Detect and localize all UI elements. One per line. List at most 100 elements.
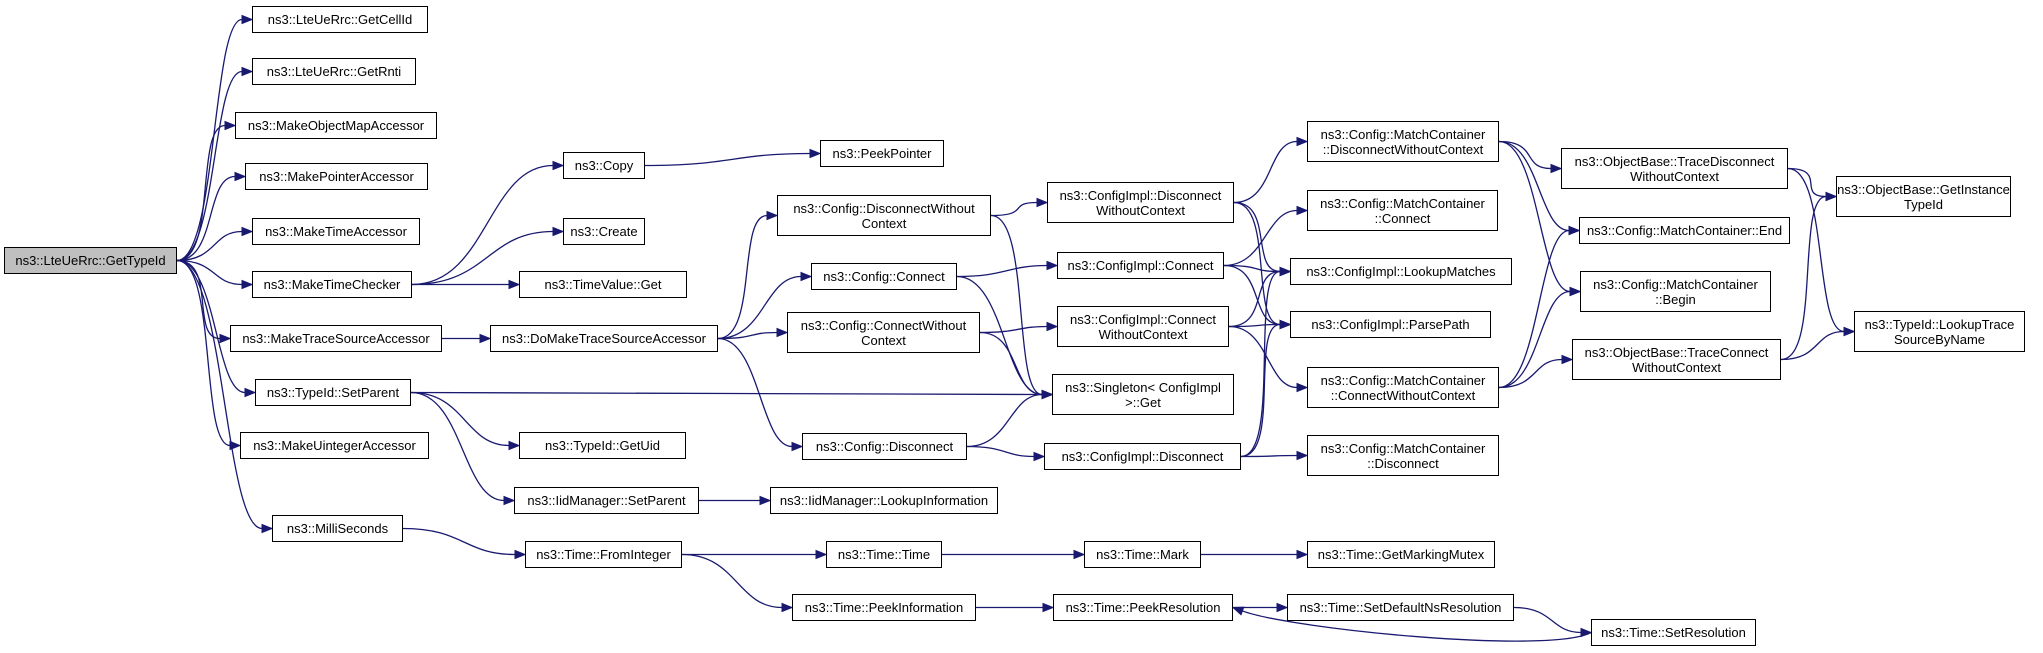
node-mcconnwc[interactable]: ns3::Config::MatchContainer::ConnectWith… bbox=[1307, 367, 1499, 408]
arrowhead-cfgconnect-to-ciconnect bbox=[1046, 260, 1059, 271]
node-label: ns3::TimeValue::Get bbox=[544, 277, 662, 292]
node-label: WithoutContext bbox=[1098, 326, 1188, 342]
edge-mcconnwc-to-obtconnwc bbox=[1498, 358, 1563, 389]
node-singleton[interactable]: ns3::Singleton< ConfigImpl>::Get bbox=[1052, 374, 1234, 415]
node-mktimechk[interactable]: ns3::MakeTimeChecker bbox=[252, 271, 412, 298]
arrowhead-peekres-to-setdefns bbox=[1276, 602, 1289, 613]
node-label: WithoutContext bbox=[1096, 202, 1185, 218]
node-tvget[interactable]: ns3::TimeValue::Get bbox=[519, 271, 687, 298]
edge-mcconnwc-to-mcbegin bbox=[1498, 290, 1571, 389]
node-iidlookup[interactable]: ns3::IidManager::LookupInformation bbox=[770, 487, 998, 514]
node-label: ns3::TypeId::GetUid bbox=[545, 438, 660, 453]
node-mcdisc[interactable]: ns3::Config::MatchContainer::Disconnect bbox=[1307, 435, 1499, 476]
node-mkuint[interactable]: ns3::MakeUintegerAccessor bbox=[240, 432, 429, 459]
node-peekptr[interactable]: ns3::PeekPointer bbox=[820, 140, 944, 167]
arrowhead-ciconnwc-to-mcconnwc bbox=[1296, 382, 1309, 393]
node-timemark[interactable]: ns3::Time::Mark bbox=[1084, 541, 1201, 568]
edge-ciconnect-to-parsepath bbox=[1223, 264, 1281, 326]
node-label: ns3::Config::MatchContainer::End bbox=[1586, 223, 1783, 238]
node-create[interactable]: ns3::Create bbox=[563, 218, 645, 245]
arrowhead-copy-to-peekptr bbox=[809, 148, 822, 159]
node-label: ns3::ConfigImpl::Connect bbox=[1067, 258, 1214, 273]
node-cfgdisc[interactable]: ns3::Config::Disconnect bbox=[802, 433, 967, 460]
node-setdefns[interactable]: ns3::Time::SetDefaultNsResolution bbox=[1287, 594, 1514, 621]
node-label: ns3::Time::SetResolution bbox=[1601, 625, 1746, 640]
node-mcdiscwc[interactable]: ns3::Config::MatchContainer::DisconnectW… bbox=[1307, 121, 1499, 162]
edge-ciconnwc-to-parsepath bbox=[1228, 323, 1281, 328]
node-label: ns3::Time::Mark bbox=[1096, 547, 1189, 562]
edge-root-to-mkobjmap bbox=[176, 124, 226, 262]
arrowhead-mcconnwc-to-mcend bbox=[1568, 225, 1581, 236]
node-cidisc[interactable]: ns3::ConfigImpl::Disconnect bbox=[1044, 443, 1241, 470]
node-parsepath[interactable]: ns3::ConfigImpl::ParsePath bbox=[1290, 311, 1491, 338]
node-mcend[interactable]: ns3::Config::MatchContainer::End bbox=[1579, 217, 1790, 244]
node-ciconnect[interactable]: ns3::ConfigImpl::Connect bbox=[1057, 252, 1224, 279]
arrowhead-obtconnwc-to-obgetinst bbox=[1825, 191, 1838, 202]
edge-obtdiscwc-to-obgetinst bbox=[1787, 167, 1827, 198]
node-label: ns3::Config::MatchContainer bbox=[1320, 126, 1486, 142]
node-peekres[interactable]: ns3::Time::PeekResolution bbox=[1053, 594, 1233, 621]
node-timetime[interactable]: ns3::Time::Time bbox=[826, 541, 942, 568]
arrowhead-peekinfo-to-peekres bbox=[1042, 602, 1055, 613]
node-lookupmatches[interactable]: ns3::ConfigImpl::LookupMatches bbox=[1290, 258, 1512, 285]
node-mkptr[interactable]: ns3::MakePointerAccessor bbox=[245, 163, 428, 190]
edge-root-to-mktimechk bbox=[176, 259, 243, 286]
edge-domktrace-to-cfgdisc bbox=[717, 337, 793, 448]
node-setres[interactable]: ns3::Time::SetResolution bbox=[1591, 619, 1756, 646]
edge-obtdiscwc-to-lookuptrace bbox=[1787, 167, 1845, 333]
node-millis[interactable]: ns3::MilliSeconds bbox=[272, 515, 403, 542]
node-mcconnect[interactable]: ns3::Config::MatchContainer::Connect bbox=[1307, 190, 1498, 231]
node-label: ns3::MakeTraceSourceAccessor bbox=[242, 331, 430, 346]
node-label: WithoutContext bbox=[1632, 359, 1721, 375]
node-domktrace[interactable]: ns3::DoMakeTraceSourceAccessor bbox=[490, 325, 718, 352]
arrowhead-mktimechk-to-tvget bbox=[508, 279, 521, 290]
node-getrnti[interactable]: ns3::LteUeRrc::GetRnti bbox=[252, 58, 416, 85]
node-cfgconnect[interactable]: ns3::Config::Connect bbox=[811, 263, 957, 290]
node-label: ns3::LteUeRrc::GetRnti bbox=[266, 64, 402, 79]
node-fromint[interactable]: ns3::Time::FromInteger bbox=[525, 541, 682, 568]
arrowhead-cfgconnwc-to-ciconnwc bbox=[1046, 321, 1059, 332]
node-getuid[interactable]: ns3::TypeId::GetUid bbox=[519, 432, 686, 459]
node-mcbegin[interactable]: ns3::Config::MatchContainer::Begin bbox=[1580, 271, 1771, 312]
node-label: ns3::MilliSeconds bbox=[286, 521, 389, 536]
node-mktimeacc[interactable]: ns3::MakeTimeAccessor bbox=[252, 218, 420, 245]
edge-cfgconnwc-to-ciconnwc bbox=[979, 325, 1048, 334]
edge-cidisc-to-mcdisc bbox=[1240, 454, 1298, 458]
arrowhead-root-to-setparent bbox=[244, 387, 257, 398]
node-copy[interactable]: ns3::Copy bbox=[563, 152, 645, 179]
arrowhead-domktrace-to-cfgdisc bbox=[791, 441, 804, 452]
node-getmarkmutex[interactable]: ns3::Time::GetMarkingMutex bbox=[1307, 541, 1495, 568]
node-peekinfo[interactable]: ns3::Time::PeekInformation bbox=[792, 594, 976, 621]
node-label: ns3::MakeObjectMapAccessor bbox=[247, 118, 425, 133]
node-mkobjmap[interactable]: ns3::MakeObjectMapAccessor bbox=[235, 112, 437, 139]
node-label: >::Get bbox=[1125, 394, 1161, 410]
edge-root-to-millis bbox=[176, 259, 263, 530]
node-label: ns3::Config::MatchContainer bbox=[1320, 440, 1486, 456]
edge-root-to-setparent bbox=[176, 259, 246, 394]
arrowhead-mktimechk-to-copy bbox=[552, 160, 565, 171]
node-label: ns3::IidManager::SetParent bbox=[527, 493, 686, 508]
arrowhead-cfgdiscwc-to-cidiscwc bbox=[1036, 197, 1049, 208]
edge-cfgdisc-to-singleton bbox=[966, 393, 1043, 448]
arrowhead-root-to-mkobjmap bbox=[224, 120, 237, 131]
node-mktracesrc[interactable]: ns3::MakeTraceSourceAccessor bbox=[230, 325, 442, 352]
node-getcellid[interactable]: ns3::LteUeRrc::GetCellId bbox=[252, 6, 428, 33]
edge-ciconnwc-to-mcconnwc bbox=[1228, 325, 1298, 389]
node-setparent[interactable]: ns3::TypeId::SetParent bbox=[255, 379, 411, 406]
edge-root-to-getcellid bbox=[176, 18, 243, 262]
edge-cfgdisc-to-cidisc bbox=[966, 445, 1035, 458]
arrowhead-domktrace-to-cfgdiscwc bbox=[766, 210, 779, 221]
node-label: ns3::MakeTimeAccessor bbox=[265, 224, 407, 239]
node-iidsetparent[interactable]: ns3::IidManager::SetParent bbox=[514, 487, 699, 514]
arrowhead-root-to-millis bbox=[261, 523, 274, 534]
arrowhead-cidisc-to-mcdisc bbox=[1296, 450, 1309, 461]
arrowhead-domktrace-to-cfgconnwc bbox=[776, 327, 789, 338]
